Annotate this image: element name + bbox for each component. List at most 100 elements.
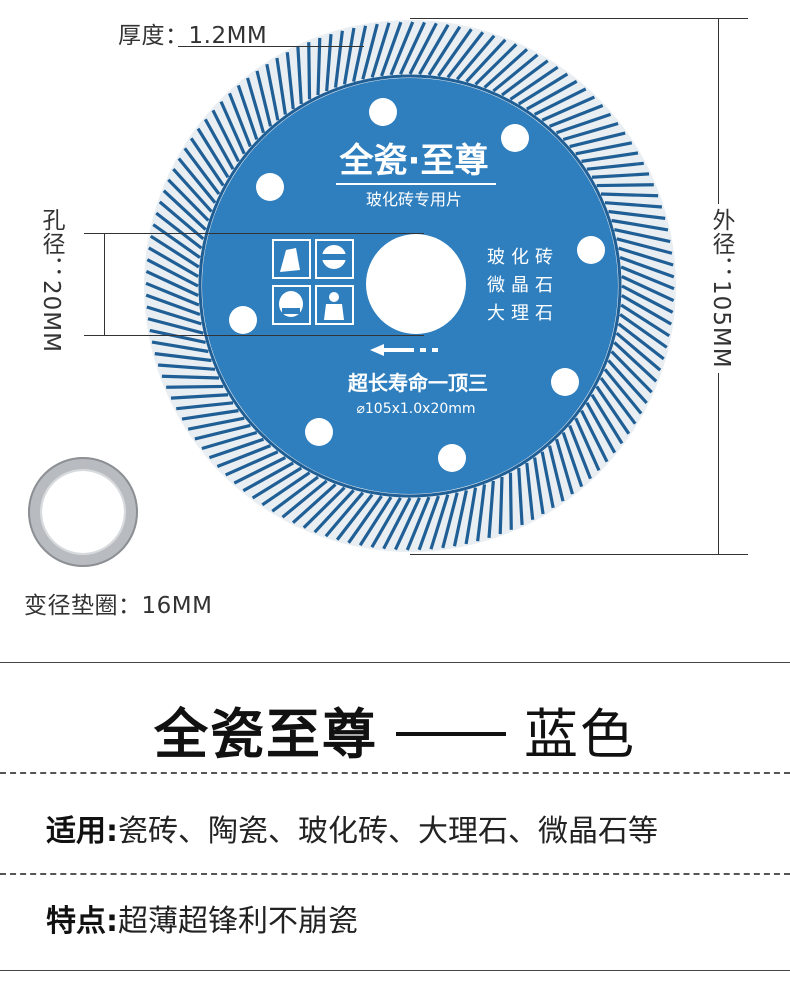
rim-tooth	[517, 72, 569, 106]
rim-tooth	[614, 228, 671, 244]
product-headline: 全瓷至尊蓝色	[0, 690, 790, 769]
washer-label: 变径垫圈：16MM	[24, 593, 213, 619]
cooling-hole	[551, 368, 579, 396]
rim-tooth	[575, 141, 633, 156]
rim-tooth	[242, 461, 294, 493]
disc-material: 玻化砖	[487, 247, 559, 268]
rim-tooth	[417, 495, 440, 551]
rim-tooth	[370, 22, 391, 78]
outer-diameter-label: 外径：105MM	[704, 204, 738, 373]
reducer-washer-inner	[40, 469, 126, 555]
rim-tooth	[613, 341, 658, 383]
rim-tooth	[508, 472, 513, 530]
rim-tooth	[203, 118, 235, 170]
rim-tooth	[361, 23, 379, 80]
rim-tooth	[251, 466, 303, 500]
rim-tooth	[619, 256, 675, 279]
rim-tooth	[358, 496, 393, 547]
rim-tooth	[161, 374, 220, 380]
rim-tooth	[333, 30, 344, 88]
rim-tooth	[617, 322, 665, 361]
mask-icon	[272, 285, 311, 325]
rim-tooth	[189, 137, 225, 187]
rim-tooth	[618, 246, 674, 267]
hole-dimension-line	[104, 233, 105, 335]
rim-tooth	[154, 352, 212, 363]
rim-tooth	[574, 417, 601, 472]
rim-tooth	[291, 483, 337, 524]
rim-tooth	[590, 393, 624, 445]
rim-tooth	[172, 167, 213, 213]
rim-tooth	[525, 462, 535, 520]
rim-tooth	[526, 79, 578, 111]
rim-tooth	[562, 121, 619, 142]
rim-tooth	[517, 467, 524, 526]
rim-tooth	[146, 258, 199, 288]
product-color: 蓝色	[524, 703, 636, 766]
read-manual-icon-glyph	[280, 248, 300, 272]
rim-tooth	[621, 275, 675, 302]
rim-tooth	[610, 350, 653, 394]
rim-tooth	[441, 492, 459, 549]
rim-tooth	[167, 178, 210, 222]
rim-tooth	[233, 456, 287, 485]
rim-tooth	[608, 209, 666, 220]
rim-tooth	[281, 479, 328, 519]
disc-spec: ⌀105x1.0x20mm	[356, 401, 475, 417]
cooling-hole	[369, 98, 397, 126]
rim-tooth	[615, 331, 662, 372]
disc-material: 微晶石	[487, 275, 559, 296]
rim-tooth	[620, 265, 675, 291]
rim-tooth	[147, 317, 204, 335]
rim-tooth	[152, 223, 201, 259]
rim-tooth	[620, 294, 673, 326]
brand-underline	[336, 183, 496, 185]
rim-tooth	[201, 430, 258, 451]
rim-tooth	[533, 457, 545, 515]
rim-tooth	[162, 189, 207, 231]
rim-tooth	[208, 437, 265, 460]
rim-tooth	[335, 493, 374, 541]
rim-tooth	[446, 31, 485, 79]
rim-tooth	[313, 489, 355, 534]
safety-icons	[272, 239, 354, 325]
rim-tooth	[307, 42, 312, 100]
rim-tooth	[285, 52, 295, 110]
rim-tooth	[580, 409, 609, 463]
rim-tooth	[149, 234, 200, 269]
rim-tooth	[271, 475, 319, 513]
hole-bottom-line	[84, 335, 424, 336]
rim-tooth	[370, 496, 402, 549]
rim-tooth	[302, 486, 346, 529]
cooling-hole	[229, 306, 257, 334]
rim-tooth	[158, 200, 205, 241]
rim-tooth	[619, 313, 668, 349]
hole-top-line	[84, 233, 424, 234]
cooling-hole	[501, 124, 529, 152]
rim-tooth	[599, 377, 637, 425]
disc-subtitle: 玻化砖专用片	[366, 190, 462, 209]
rim-tooth	[296, 46, 303, 105]
rim-tooth	[149, 328, 206, 344]
rim-tooth	[585, 402, 617, 454]
disc-brand: 全瓷·至尊	[339, 141, 489, 181]
cooling-hole	[577, 236, 605, 264]
rim-tooth	[464, 487, 478, 545]
rim-tooth	[554, 438, 575, 495]
rim-tooth	[394, 497, 421, 551]
rim-tooth	[177, 157, 217, 204]
blade-edge	[198, 74, 622, 498]
rim-tooth	[261, 471, 311, 507]
rim-tooth	[224, 450, 279, 477]
rim-tooth	[183, 147, 221, 195]
rim-tooth	[492, 53, 539, 93]
rim-tooth	[561, 431, 584, 488]
rim-tooth	[603, 368, 643, 415]
rim-tooth	[187, 416, 245, 431]
rim-tooth	[265, 63, 280, 121]
rim-tooth	[157, 363, 216, 371]
rim-tooth	[151, 340, 209, 354]
rim-tooth	[196, 127, 230, 179]
thickness-guide-line	[410, 18, 748, 19]
rim-tooth	[316, 37, 322, 96]
